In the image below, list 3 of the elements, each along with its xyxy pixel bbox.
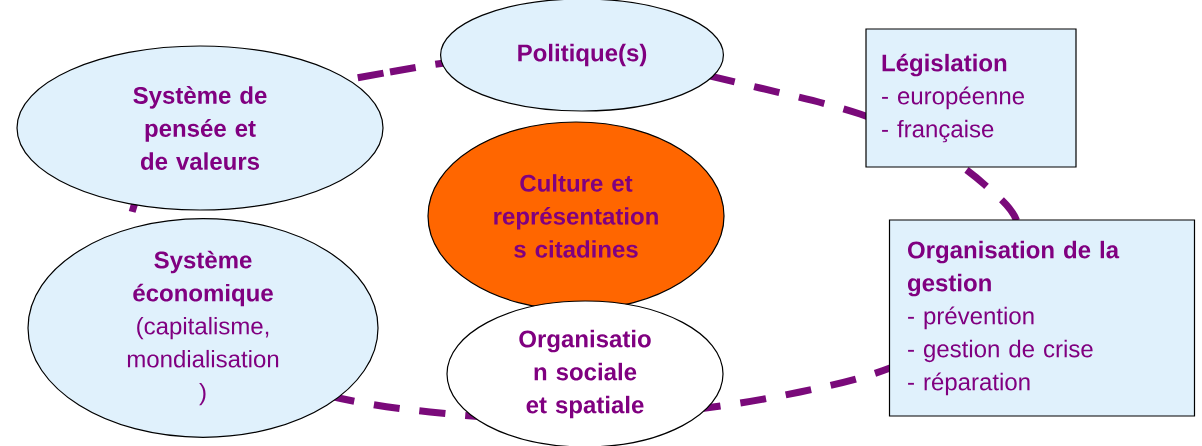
node-label: Organisatio n sociale et spatiale <box>519 329 651 419</box>
note-box: Législation - européenne - française <box>865 28 1077 168</box>
note-box: Organisation de la gestion - prévention - gestion de crise - réparation <box>888 219 1196 417</box>
